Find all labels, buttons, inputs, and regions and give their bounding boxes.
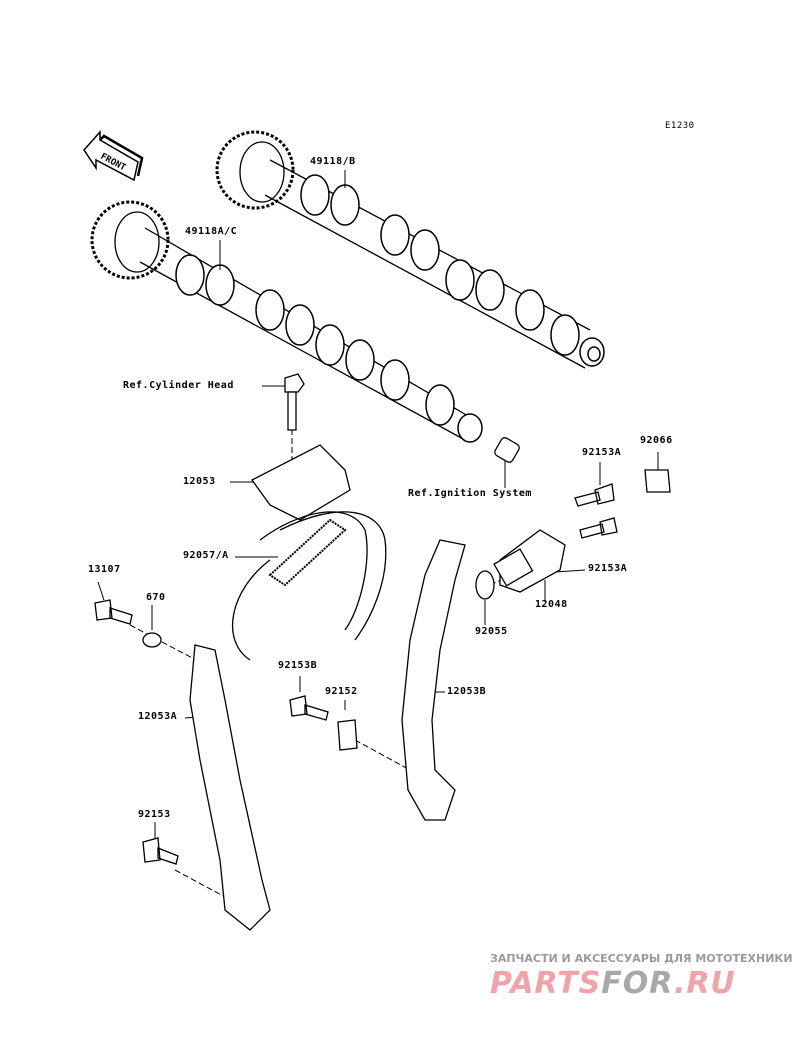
chain-guide-12053a: [189, 644, 271, 931]
bolt-92153: [142, 837, 179, 865]
label-12053a: 12053A: [138, 711, 178, 722]
diagram-code: E1230: [665, 121, 695, 131]
label-92057a: 92057/A: [183, 550, 229, 561]
collar-92152: [337, 719, 358, 751]
label-12053: 12053: [183, 476, 216, 487]
label-92153b: 92153B: [278, 660, 318, 671]
bolt-13107: [94, 599, 133, 625]
camshaft-b: [215, 130, 605, 369]
bolt-92153b: [289, 695, 329, 721]
label-49118b: 49118/B: [310, 156, 356, 167]
label-92153a-bottom: 92153A: [588, 563, 628, 574]
label-ref-cylinder-head: Ref.Cylinder Head: [123, 380, 234, 391]
camshaft-ac: [90, 200, 520, 463]
tensioner-12048: [493, 529, 566, 593]
oring-92055: [475, 570, 495, 600]
label-12048: 12048: [535, 599, 568, 610]
label-ref-ignition-system: Ref.Ignition System: [408, 488, 532, 499]
bolt-92153a-top: [574, 483, 615, 507]
chain-guide-12053b: [401, 539, 466, 821]
oring-670: [142, 632, 162, 648]
label-92066: 92066: [640, 435, 673, 446]
watermark-logo: PARTSFOR.RU: [490, 966, 736, 1001]
label-670: 670: [146, 592, 166, 603]
watermark-tagline: ЗАПЧАСТИ И АКСЕССУАРЫ ДЛЯ МОТОТЕХНИКИ: [490, 952, 793, 965]
chain-guide-12053: [251, 444, 351, 521]
label-92055: 92055: [475, 626, 508, 637]
front-arrow-icon: FRONT: [83, 130, 144, 182]
cam-chain: [231, 511, 387, 661]
label-92153: 92153: [138, 809, 171, 820]
bolt-cylinder-head: [284, 373, 305, 431]
label-12053b: 12053B: [447, 686, 487, 697]
label-49118ac: 49118A/C: [185, 226, 238, 237]
label-92152: 92152: [325, 686, 358, 697]
label-92153a-top: 92153A: [582, 447, 622, 458]
label-13107: 13107: [88, 564, 121, 575]
plug-92066: [644, 469, 671, 493]
bolt-92153a-bottom: [579, 517, 618, 539]
